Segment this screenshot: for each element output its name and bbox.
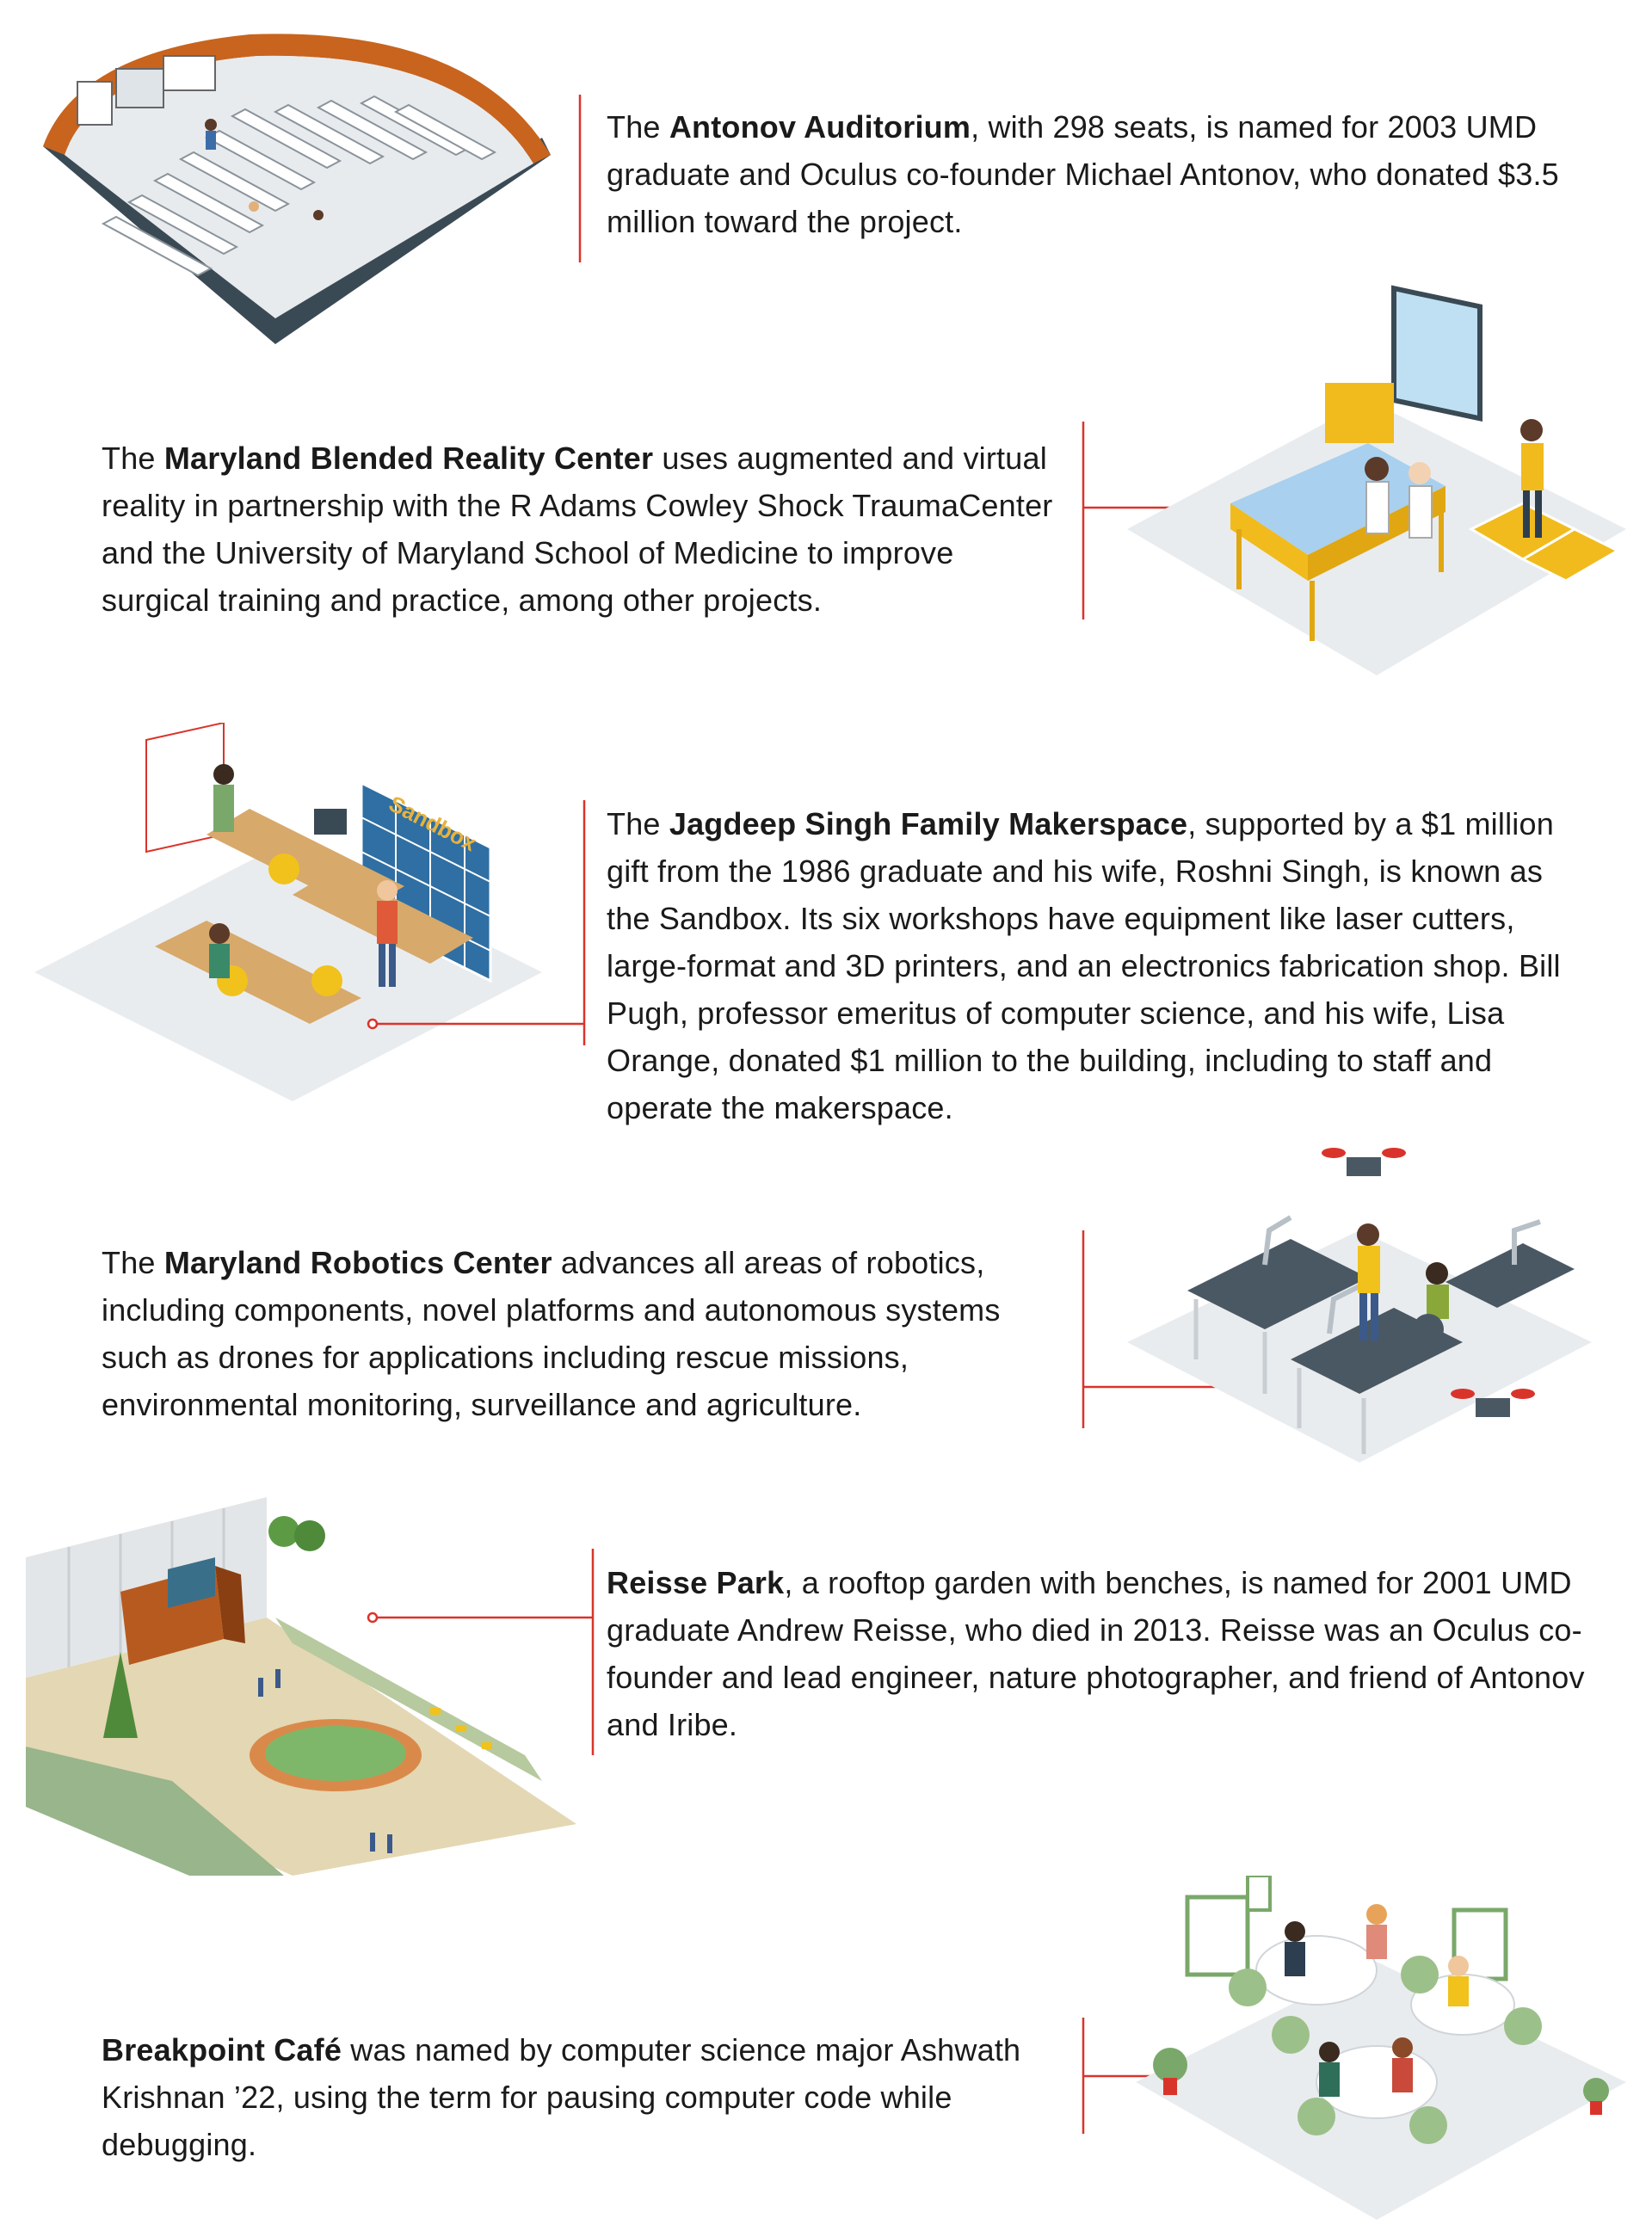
blended-reality-text: The Maryland Blended Reality Center uses… xyxy=(102,434,1061,624)
connector-line xyxy=(367,1549,595,1755)
section-blended-reality-center: The Maryland Blended Reality Center uses… xyxy=(0,267,1652,697)
prefix: The xyxy=(102,1245,164,1280)
section-breakpoint-cafe: Breakpoint Café was named by computer sc… xyxy=(0,1876,1652,2237)
auditorium-illustration xyxy=(43,34,551,344)
prefix: The xyxy=(607,806,669,841)
section-robotics-center: The Maryland Robotics Center advances al… xyxy=(0,1136,1652,1480)
blended-reality-name: Maryland Blended Reality Center xyxy=(163,441,654,476)
connector-line xyxy=(367,800,586,1045)
robotics-illustration xyxy=(1127,1148,1592,1463)
connector-line xyxy=(578,95,582,262)
section-reisse-park: Reisse Park, a rooftop garden with bench… xyxy=(0,1497,1652,1893)
robotics-name: Maryland Robotics Center xyxy=(163,1245,552,1280)
robotics-text: The Maryland Robotics Center advances al… xyxy=(102,1239,1074,1428)
breakpoint-cafe-name: Breakpoint Café xyxy=(102,2032,342,2068)
breakpoint-cafe-desc: was named by computer science major Ashw… xyxy=(102,2032,1021,2162)
section-antonov-auditorium: The Antonov Auditorium, with 298 seats, … xyxy=(0,0,1652,361)
antonov-auditorium-text: The Antonov Auditorium, with 298 seats, … xyxy=(607,103,1570,245)
antonov-auditorium-desc: , with 298 seats, is named for 2003 UMD … xyxy=(607,109,1559,239)
makerspace-illustration: Sandbox xyxy=(34,723,542,1101)
makerspace-desc: , supported by a $1 million gift from th… xyxy=(607,806,1561,1125)
antonov-auditorium-name: Antonov Auditorium xyxy=(669,109,971,145)
blended-reality-desc: uses augmented and virtual reality in pa… xyxy=(102,441,1053,618)
reisse-park-name: Reisse Park xyxy=(607,1565,785,1600)
reisse-park-desc: , a rooftop garden with benches, is name… xyxy=(607,1565,1585,1742)
prefix: The xyxy=(102,441,164,476)
breakpoint-cafe-illustration xyxy=(1136,1876,1626,2220)
section-makerspace: Sandbox The Jagdeep Singh Family Makersp… xyxy=(0,723,1652,1125)
blended-reality-illustration xyxy=(1127,285,1626,675)
robotics-desc: advances all areas of robotics, includin… xyxy=(102,1245,1001,1422)
breakpoint-cafe-text: Breakpoint Café was named by computer sc… xyxy=(102,2026,1061,2168)
reisse-park-illustration xyxy=(26,1497,576,1876)
prefix: The xyxy=(607,109,669,145)
makerspace-name: Jagdeep Singh Family Makerspace xyxy=(669,806,1188,841)
makerspace-text: The Jagdeep Singh Family Makerspace, sup… xyxy=(607,800,1587,1131)
reisse-park-text: Reisse Park, a rooftop garden with bench… xyxy=(607,1559,1587,1748)
